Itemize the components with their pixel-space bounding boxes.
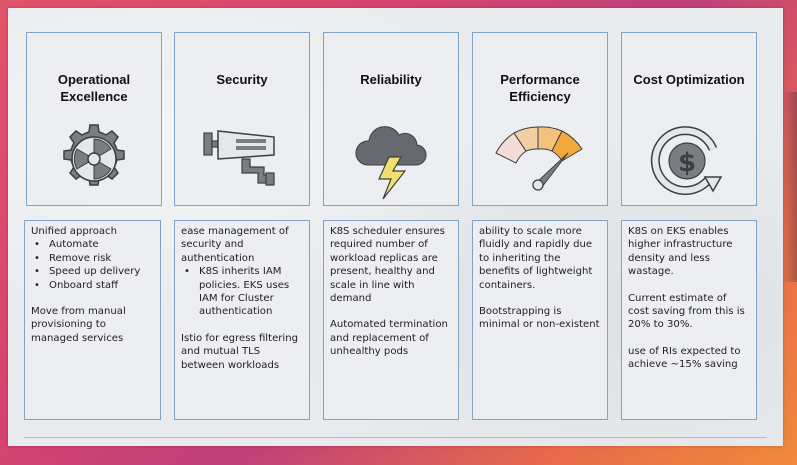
body-paragraph: ability to scale more fluidly and rapidl… (479, 226, 593, 291)
bullet-list: K8S inherits IAM policies. EKS uses IAM … (181, 265, 303, 319)
card-operational-excellence: Operational Excellence (26, 32, 162, 206)
bullet-item: Speed up delivery (31, 265, 154, 279)
gear-icon (27, 119, 161, 201)
dollar-cycle-icon: $ (622, 119, 756, 201)
gauge-icon (473, 119, 607, 201)
bullet-item: Onboard staff (31, 279, 154, 293)
body-paragraph: use of RIs expected to achieve ~15% savi… (628, 345, 741, 371)
pillar-title: Operational Excellence (57, 72, 131, 104)
slide: Operational Excellence Security (8, 8, 783, 446)
pillar-title: Security (216, 72, 268, 87)
body-paragraph: K8S scheduler ensures required number of… (330, 226, 445, 305)
body-paragraph: Unified approach (31, 226, 118, 237)
card-performance-efficiency: Performance Efficiency (472, 32, 608, 206)
body-paragraph: Automated termination and replacement of… (330, 319, 448, 358)
body-paragraph: Istio for egress filtering and mutual TL… (181, 332, 299, 371)
body-paragraph: K8S on EKS enables higher infrastructure… (628, 226, 733, 278)
card-body-cost-optimization: K8S on EKS enables higher infrastructure… (621, 220, 757, 420)
security-camera-icon (175, 119, 309, 201)
card-cost-optimization: Cost Optimization $ (621, 32, 757, 206)
bullet-item: Remove risk (31, 252, 154, 266)
card-security: Security (174, 32, 310, 206)
card-body-security: ease management of security and authenti… (174, 220, 310, 420)
slide-divider (24, 433, 767, 438)
card-body-performance-efficiency: ability to scale more fluidly and rapidl… (472, 220, 608, 420)
card-body-reliability: K8S scheduler ensures required number of… (323, 220, 459, 420)
body-paragraph: Move from manual provisioning to managed… (31, 306, 126, 344)
bullet-list: AutomateRemove riskSpeed up deliveryOnbo… (31, 238, 154, 292)
card-body-operational-excellence: Unified approachAutomateRemove riskSpeed… (24, 220, 161, 420)
decorative-edge (783, 92, 797, 282)
card-reliability: Reliability (323, 32, 459, 206)
bullet-item: Automate (31, 238, 154, 252)
body-paragraph: Bootstrapping is minimal or non-existent (479, 306, 600, 331)
body-paragraph: Current estimate of cost saving from thi… (628, 292, 745, 331)
bullet-item: K8S inherits IAM policies. EKS uses IAM … (181, 265, 303, 319)
pillar-title: Reliability (360, 72, 422, 87)
body-paragraph: ease management of security and authenti… (181, 226, 289, 264)
pillar-title: Cost Optimization (633, 72, 745, 87)
svg-text:$: $ (678, 148, 696, 178)
pillar-title: Performance Efficiency (500, 72, 580, 104)
storm-cloud-icon (324, 119, 458, 201)
